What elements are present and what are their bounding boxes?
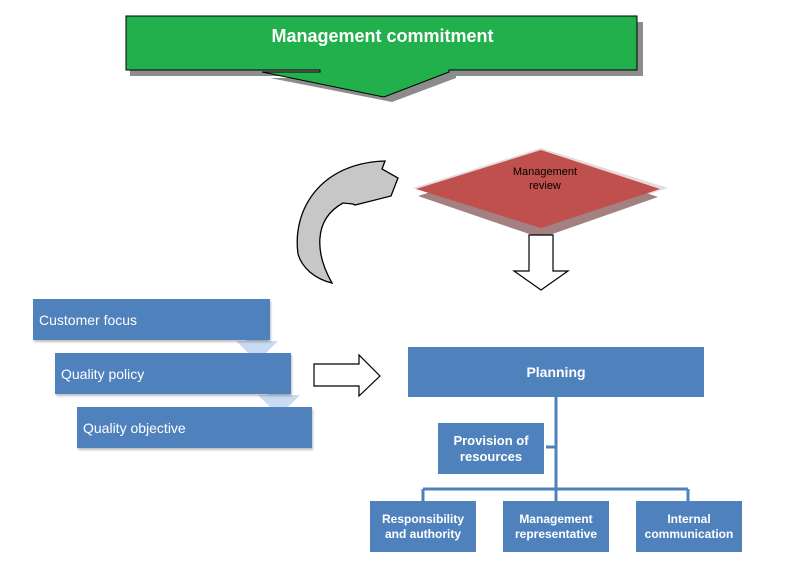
list-item-label: Quality objective (83, 419, 186, 436)
child-label-line2: representative (514, 526, 598, 541)
review-label-line2: review (529, 180, 561, 192)
provision-label-line1: Provision of (453, 432, 529, 448)
child-label-line1: Internal (667, 511, 711, 526)
review-diamond (416, 150, 660, 228)
list-item-quality-objective: Quality objective (77, 407, 312, 448)
header-title: Management commitment (271, 26, 494, 46)
curved-arrow (296, 160, 399, 284)
review-label: Management review (490, 165, 600, 193)
child-label-line2: communication (644, 526, 734, 541)
list-item-label: Customer focus (39, 311, 138, 328)
list-item-label: Quality policy (61, 365, 145, 382)
child-label-line2: and authority (384, 526, 461, 541)
list-item-quality-policy: Quality policy (55, 353, 291, 394)
list-item-customer-focus: Customer focus (33, 299, 270, 340)
right-arrow (313, 353, 381, 398)
planning-box: Planning (408, 347, 704, 397)
child-box-responsibility: Responsibility and authority (370, 501, 476, 552)
child-box-internal-communication: Internal communication (636, 501, 742, 552)
review-label-line1: Management (512, 166, 578, 178)
child-label-line1: Responsibility (381, 511, 464, 526)
planning-label: Planning (526, 364, 586, 380)
down-arrow (512, 234, 570, 291)
provision-label-line2: resources (459, 448, 523, 464)
provision-box: Provision of resources (438, 423, 544, 474)
org-connectors (421, 397, 690, 501)
child-label-line1: Management (519, 511, 593, 526)
header-arrow (125, 15, 638, 98)
child-box-management-representative: Management representative (503, 501, 609, 552)
